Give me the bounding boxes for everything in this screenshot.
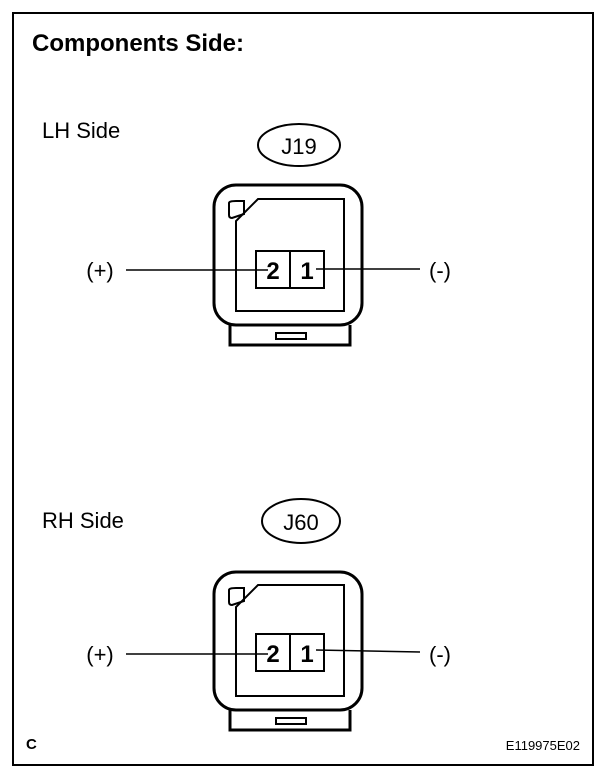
rh-connector-latch <box>275 717 307 725</box>
diagram-title: Components Side: <box>32 30 245 57</box>
rh-connector-key-icon <box>228 587 245 607</box>
lh-connector: J19 2 1 (+) (-) <box>86 123 451 347</box>
rh-connector-id-oval <box>261 498 341 544</box>
corner-code: C <box>26 736 37 753</box>
rh-pin-2-number: 2 <box>266 641 279 668</box>
rh-side-label: RH Side <box>42 508 124 533</box>
rh-connector: J60 2 1 (+) (-) <box>86 498 451 732</box>
lh-connector-key-icon <box>228 200 245 220</box>
rh-minus-leader-line <box>315 649 421 653</box>
lh-connector-lock-tab <box>228 325 352 347</box>
lh-side-label: LH Side <box>42 118 121 143</box>
figure-reference: E119975E02 <box>505 738 580 753</box>
lh-plus-label: (+) <box>86 258 114 283</box>
lh-pin-1-number: 1 <box>300 258 313 285</box>
rh-pin-1-number: 1 <box>300 641 313 668</box>
lh-connector-id-oval <box>257 123 341 167</box>
lh-pin-2-number: 2 <box>266 258 279 285</box>
lh-minus-label: (-) <box>429 258 451 283</box>
rh-pin-1-cell <box>289 633 325 672</box>
lh-connector-latch <box>275 332 307 340</box>
lh-connector-id: J19 <box>281 134 316 159</box>
rh-minus-label: (-) <box>429 642 451 667</box>
rh-connector-lock-tab <box>228 710 352 732</box>
lh-connector-inner-outline <box>235 198 345 312</box>
rh-plus-label: (+) <box>86 642 114 667</box>
rh-connector-id: J60 <box>283 510 318 535</box>
